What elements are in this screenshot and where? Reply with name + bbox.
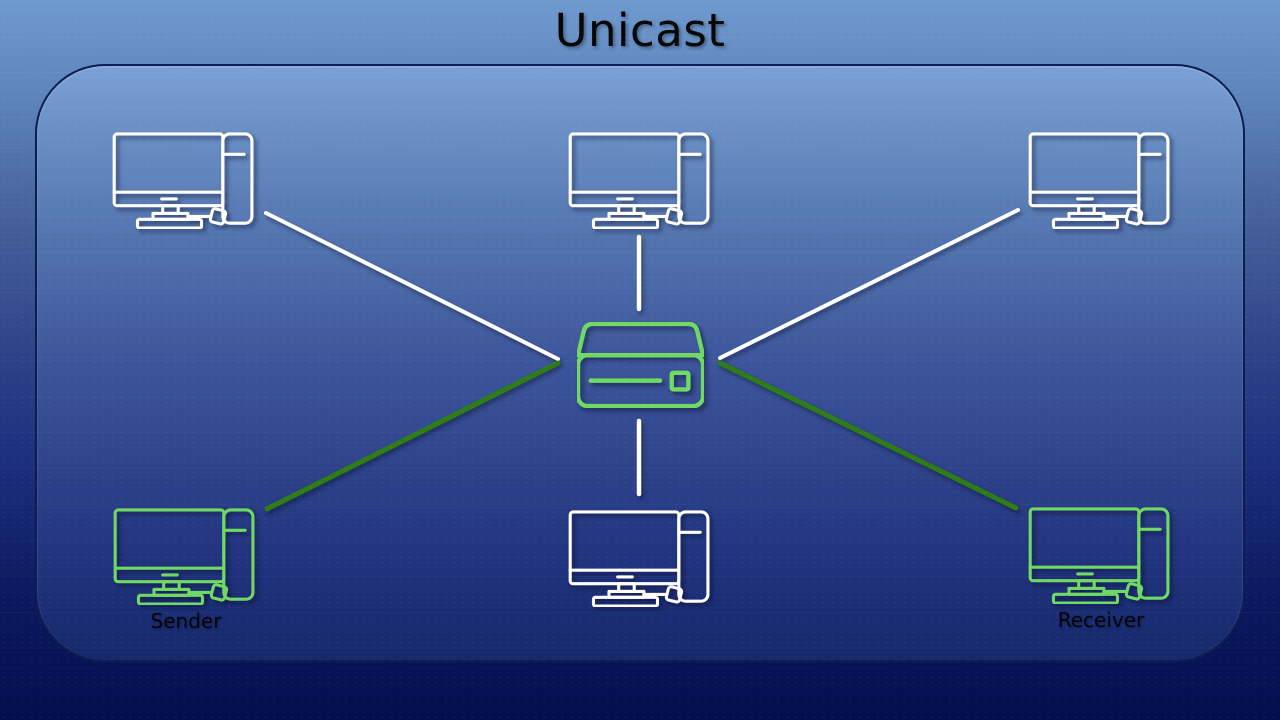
receiver-label: Receiver (1057, 608, 1145, 632)
link-top-right-to-switch (718, 208, 1020, 360)
computer-icon (112, 132, 254, 229)
computer-receiver: Receiver (1028, 507, 1174, 632)
computer-icon (568, 132, 710, 229)
computer-icon (1028, 132, 1170, 229)
link-top-left-to-switch (264, 211, 560, 361)
link-sender-to-switch (264, 360, 561, 512)
computer-top-right (1028, 132, 1174, 229)
network-switch (577, 322, 704, 408)
computer-icon (1028, 507, 1170, 604)
computer-icon (113, 508, 255, 605)
computer-bottom-center (568, 510, 714, 607)
computer-sender: Sender (113, 508, 259, 633)
link-switch-to-receiver (717, 360, 1019, 511)
sender-label: Sender (150, 609, 222, 633)
network-switch-icon (577, 322, 704, 408)
diagram-panel (35, 64, 1245, 662)
computer-top-left (112, 132, 258, 229)
computer-top-center (568, 132, 714, 229)
computer-icon (568, 510, 710, 607)
page-title: Unicast (554, 4, 726, 57)
